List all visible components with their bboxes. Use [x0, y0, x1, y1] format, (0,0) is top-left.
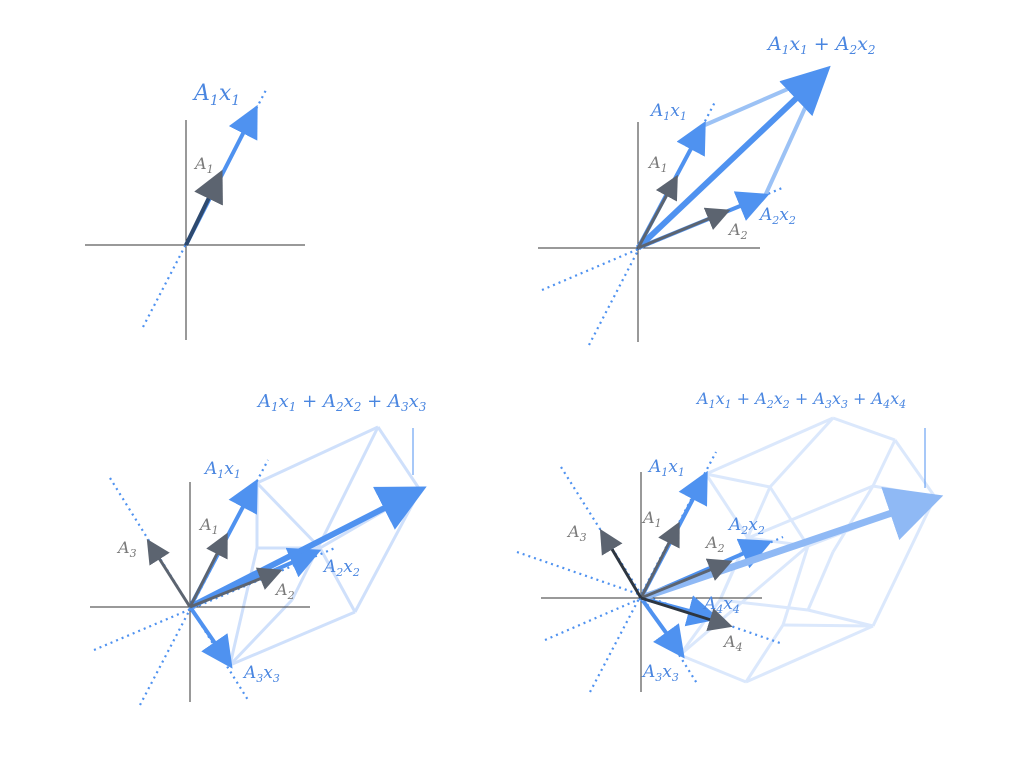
label-a4x4: A4x4	[702, 594, 740, 616]
label-a1x1: A1x1	[647, 457, 685, 479]
label-a1x1: A1x1	[203, 459, 241, 481]
label-a3: A3	[566, 522, 587, 544]
label-sum: A1x1 + A2x2 + A3x3 + A4x4	[695, 389, 906, 411]
vector-a4	[640, 596, 733, 632]
vector-a1	[188, 532, 228, 608]
span-line-a3	[560, 466, 699, 686]
box-frame	[228, 425, 422, 667]
label-sum: A1x1 + A2x2 + A3x3	[256, 391, 427, 414]
label-a2x2: A2x2	[727, 515, 765, 537]
label-a3x3: A3x3	[242, 663, 280, 685]
vector-a2	[640, 558, 733, 600]
label-a2x2: A2x2	[758, 205, 796, 227]
label-a2: A2	[274, 580, 295, 602]
label-a2: A2	[727, 220, 748, 242]
label-a1x1: A1x1	[649, 101, 687, 123]
label-a1: A1	[641, 508, 662, 530]
panel-1: A1 A1x1	[85, 81, 305, 340]
label-a1x1: A1x1	[192, 81, 240, 109]
panel-3: A1 A2 A3 A1x1 A2x2 A3x3 A1x1 + A2x2 + A3…	[90, 391, 427, 706]
label-a2: A2	[704, 533, 725, 555]
vector-a1	[639, 521, 680, 599]
label-a1: A1	[193, 154, 214, 176]
vector-sum	[639, 486, 944, 602]
vector-a3x3	[639, 596, 685, 659]
vector-a2	[637, 207, 731, 250]
label-sum: A1x1 + A2x2	[766, 33, 875, 57]
panel-2: A1 A2 A1x1 A2x2 A1x1 + A2x2	[538, 33, 875, 346]
vector-sum	[188, 486, 427, 610]
label-a3x3: A3x3	[641, 662, 679, 684]
vector-a1	[636, 174, 678, 249]
label-a2x2: A2x2	[322, 557, 360, 579]
panel-4: A1 A2 A3 A4 A1x1 A2x2 A3x3 A4x4 A1x1 + A…	[516, 389, 944, 693]
label-a4: A4	[722, 632, 743, 654]
label-a3: A3	[116, 538, 137, 560]
label-a1: A1	[198, 515, 219, 537]
span-line-a2	[93, 546, 336, 652]
vector-a3x3	[188, 605, 233, 669]
vector-sum	[635, 65, 831, 251]
vector-a2	[189, 567, 283, 609]
vector-a3	[146, 538, 192, 608]
label-a1: A1	[647, 153, 668, 175]
vector-a1	[184, 169, 223, 246]
vector-a3	[599, 528, 643, 599]
